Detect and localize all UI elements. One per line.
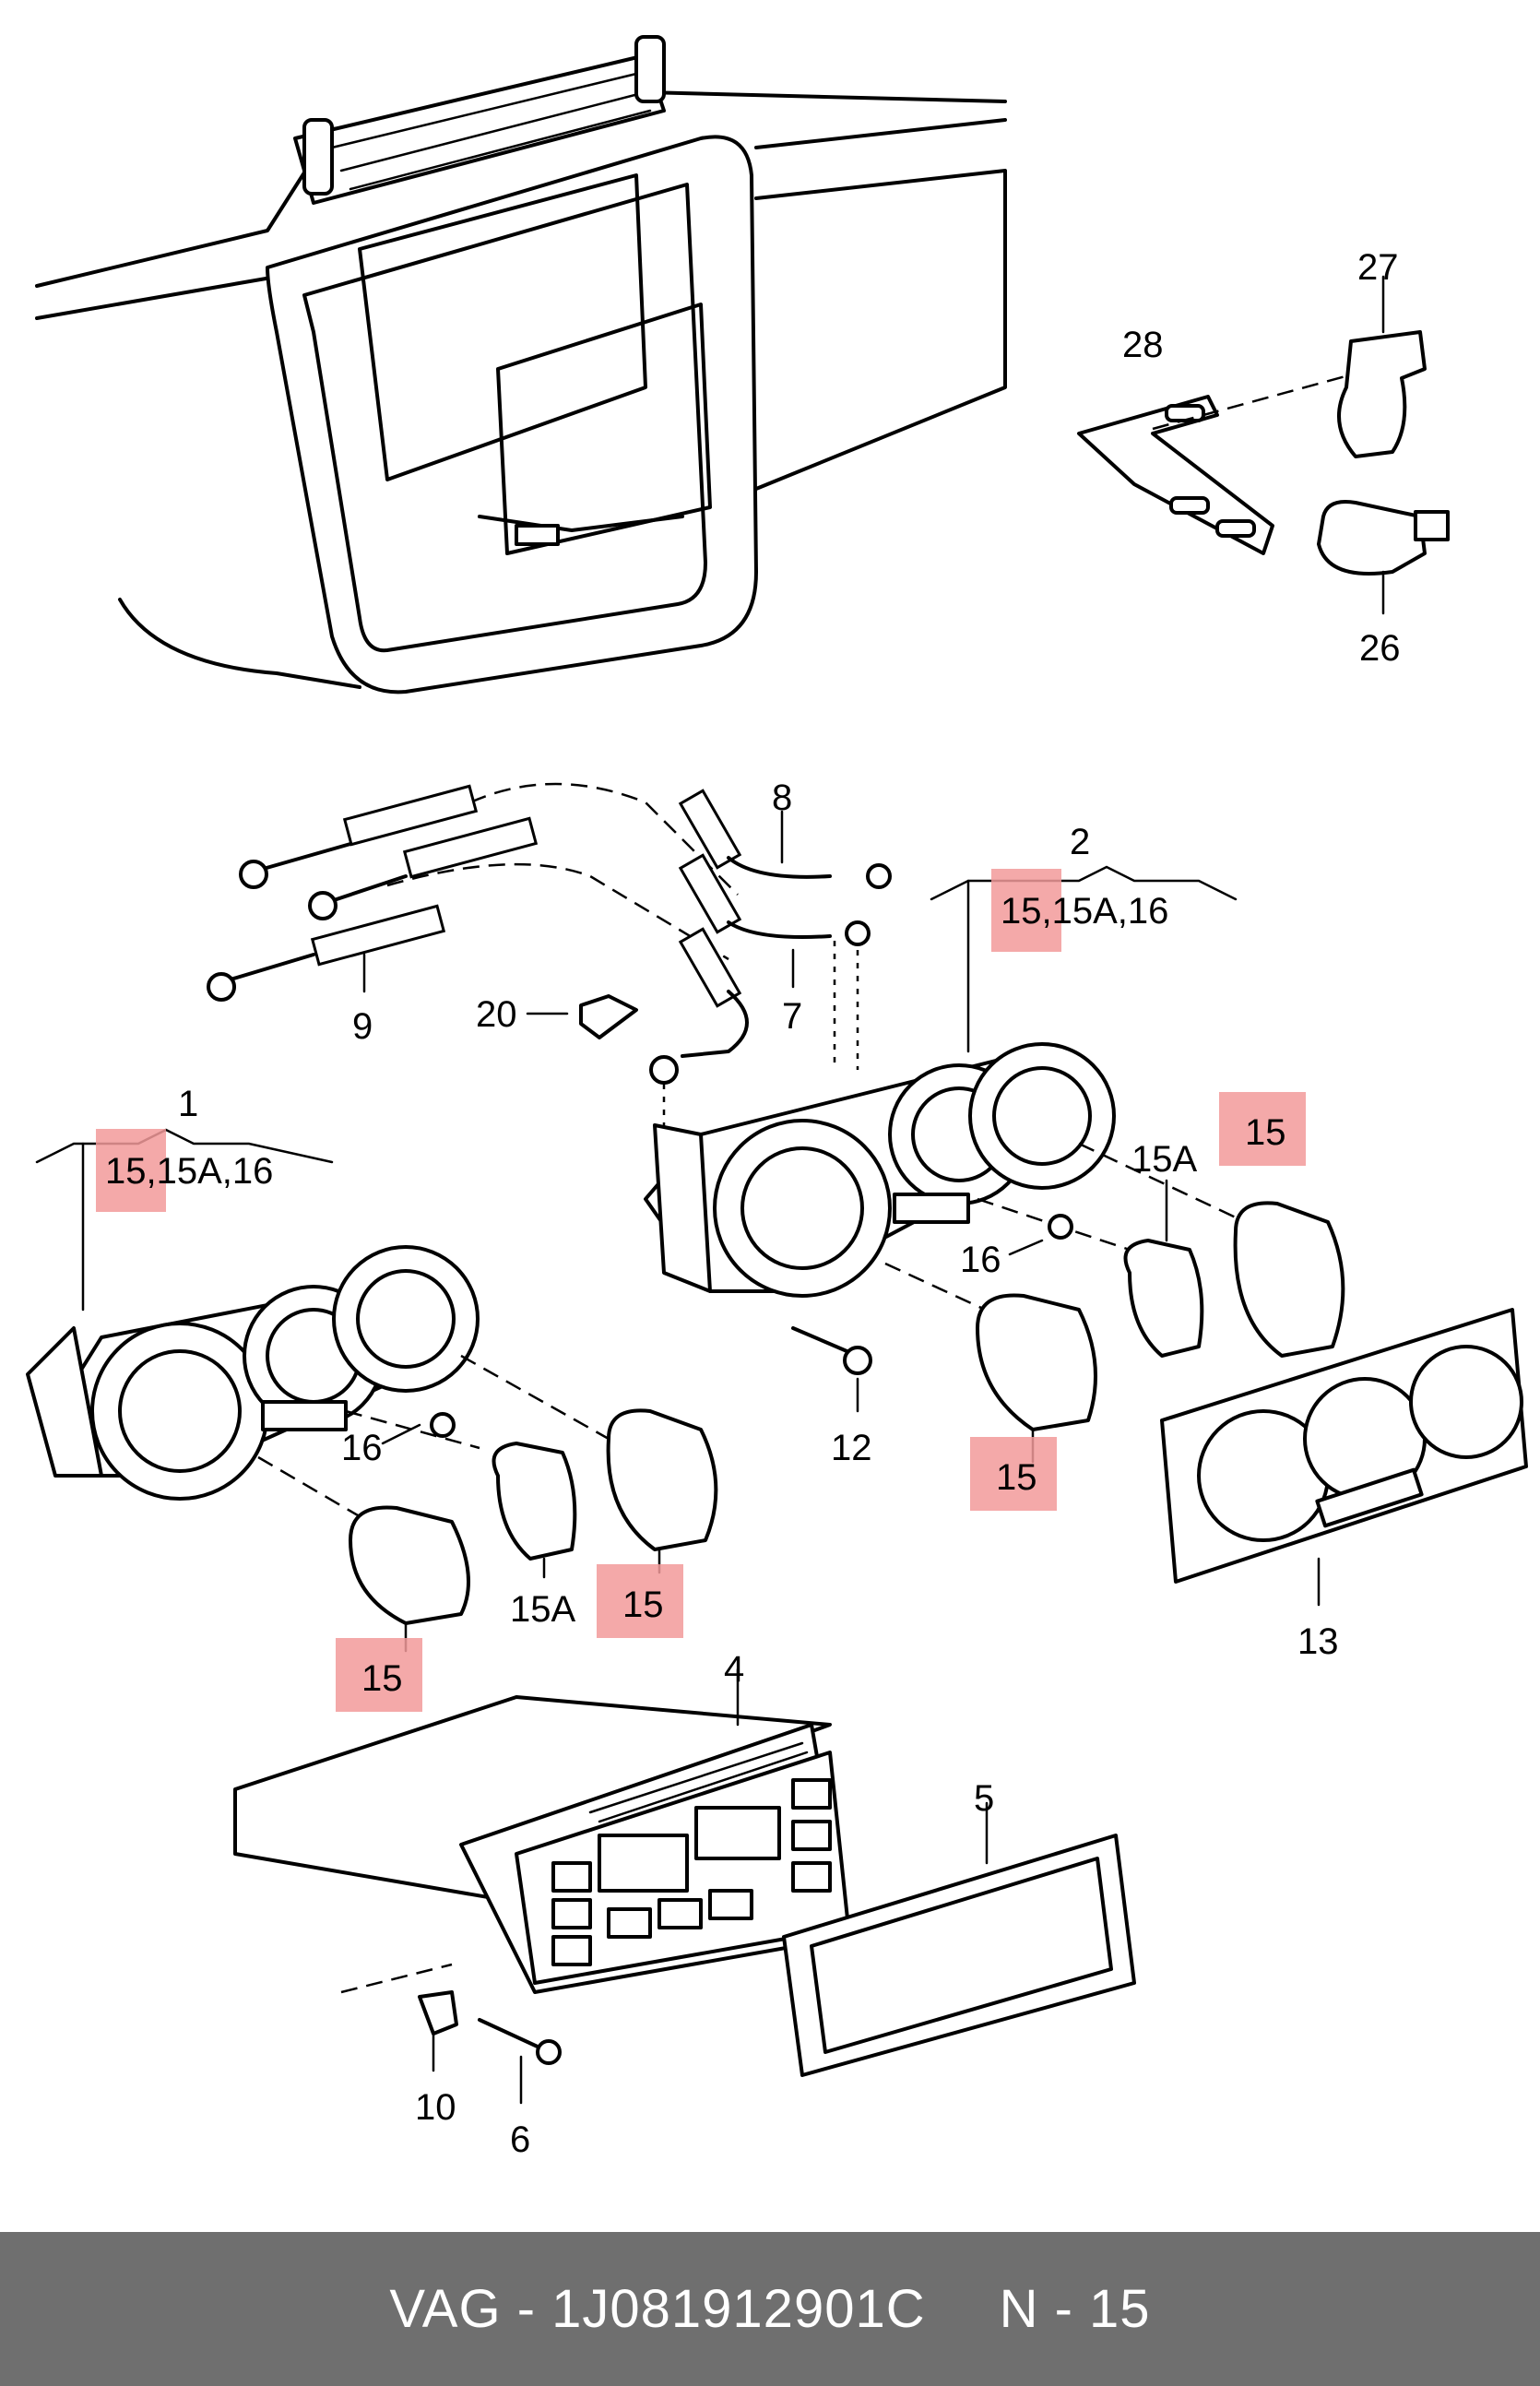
trim-frame-13-drawing: [1160, 1308, 1528, 1607]
callout-c2: 2: [1070, 822, 1091, 862]
callout-c16-l: 16: [341, 1428, 383, 1468]
callout-c7: 7: [782, 996, 803, 1037]
callout-c26: 26: [1359, 628, 1401, 669]
callout-c27: 27: [1357, 247, 1399, 288]
callout-c6: 6: [510, 2119, 531, 2160]
callout-c10: 10: [415, 2087, 456, 2128]
exploded-view-drawing: [26, 35, 1528, 2105]
highlighted-label-h15-d: 15: [361, 1658, 403, 1699]
highlight-box-h15-c: [597, 1564, 683, 1638]
callout-c28: 28: [1122, 325, 1164, 365]
callout-c9: 9: [352, 1006, 373, 1047]
diagram-position: N - 15: [999, 2279, 1151, 2339]
control-panel-1-drawing: [26, 1128, 718, 1653]
callout-c1: 1: [178, 1084, 199, 1124]
group-label-highlighted-part: 15: [105, 1151, 147, 1192]
highlighted-label-h15-b: 15: [996, 1457, 1037, 1498]
highlighted-label-h15-a: 15: [1245, 1112, 1286, 1153]
bowden-cables-drawing: [207, 782, 892, 1134]
callout-c15A-r: 15A: [1131, 1139, 1198, 1180]
callout-c16-r: 16: [960, 1240, 1001, 1280]
highlight-box-h15-b: [970, 1437, 1057, 1511]
group-label-rest: ,15A,16: [1041, 891, 1169, 932]
group-label-rest: ,15A,16: [146, 1151, 274, 1192]
callout-c15A-l: 15A: [510, 1589, 576, 1630]
highlight-box-h15-a: [1219, 1092, 1306, 1166]
callout-c4: 4: [724, 1649, 745, 1690]
highlight-box-g2: [991, 869, 1061, 952]
callout-c5: 5: [974, 1778, 995, 1819]
cover-frame-5-drawing: [782, 1801, 1136, 2077]
callout-c20: 20: [476, 994, 517, 1035]
control-panel-2-drawing: [644, 865, 1345, 1464]
group-label-g1: 15,15A,16: [105, 1153, 273, 1190]
callout-c13: 13: [1297, 1621, 1339, 1662]
climatronic-unit-4-drawing: [233, 1668, 850, 2105]
footer-bar: VAG - 1J081912901C N - 15: [0, 2232, 1540, 2386]
highlighted-label-h15-c: 15: [622, 1585, 664, 1625]
parts-26-28-drawing: [1077, 275, 1450, 615]
highlight-box-h15-d: [336, 1638, 422, 1712]
dashboard-console-drawing: [35, 35, 1007, 694]
highlight-box-g1: [96, 1129, 166, 1212]
part-number: VAG - 1J081912901C: [389, 2279, 926, 2339]
group-label-highlighted-part: 15: [1001, 891, 1042, 932]
callout-c8: 8: [772, 778, 793, 818]
group-label-g2: 15,15A,16: [1001, 893, 1168, 930]
callout-c12: 12: [831, 1428, 872, 1468]
